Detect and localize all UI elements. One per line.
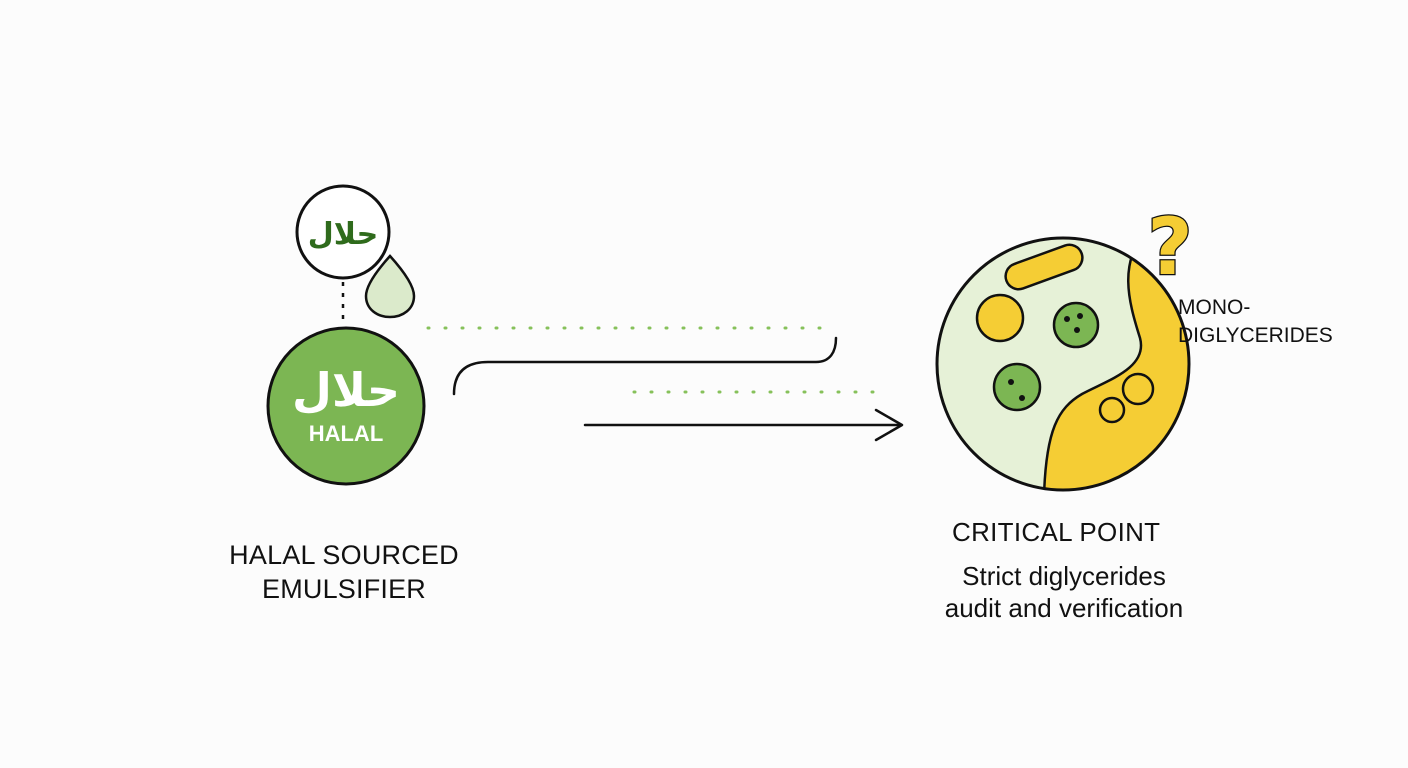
- mono-label-line2: DIGLYCERIDES: [1178, 324, 1333, 347]
- halal-badge: حلال HALAL: [266, 326, 426, 486]
- critical-point-title: CRITICAL POINT: [952, 517, 1161, 547]
- cell-dot: [1008, 379, 1014, 385]
- cell-dot: [1074, 327, 1080, 333]
- microbe-circle-outline: [935, 236, 1191, 492]
- mono-diglycerides-label: MONO- DIGLYCERIDES: [1178, 294, 1333, 350]
- question-mark-icon: ?: [1147, 203, 1192, 293]
- left-caption-line2: EMULSIFIER: [261, 574, 427, 604]
- yellow-bubble-small: [1098, 396, 1126, 424]
- small-halal-badge: حلال: [295, 184, 391, 280]
- critical-desc-line2: audit and verification: [944, 593, 1184, 623]
- critical-desc-line1: Strict diglycerides: [962, 561, 1166, 591]
- green-cell-lower: [992, 362, 1042, 412]
- yellow-bubble-large: [1121, 372, 1155, 406]
- left-caption-line1: HALAL SOURCED: [229, 540, 459, 570]
- small-badge-arabic-text: حلال: [308, 217, 378, 252]
- cell-dot: [1064, 316, 1070, 322]
- halal-badge-circle: [266, 326, 426, 486]
- droplet-icon: [364, 254, 416, 319]
- critical-point-description: Strict diglycerides audit and verificati…: [925, 560, 1203, 624]
- mono-label-line1: MONO-: [1178, 296, 1251, 319]
- halal-badge-arabic-text: حلال: [292, 363, 400, 417]
- rod-bacterium: [1004, 243, 1084, 291]
- cell-dot: [1077, 313, 1083, 319]
- small-badge-circle: [295, 184, 391, 280]
- arrow-right-icon: [583, 408, 904, 442]
- green-cell-upper: [1052, 301, 1100, 349]
- halal-sourced-caption: HALAL SOURCED EMULSIFIER: [186, 538, 502, 606]
- halal-badge-latin-text: HALAL: [309, 421, 384, 446]
- curved-connector-line: [452, 336, 838, 396]
- cell-dot: [1019, 395, 1025, 401]
- microbe-circle-icon: [935, 236, 1191, 492]
- yellow-cell: [975, 293, 1025, 343]
